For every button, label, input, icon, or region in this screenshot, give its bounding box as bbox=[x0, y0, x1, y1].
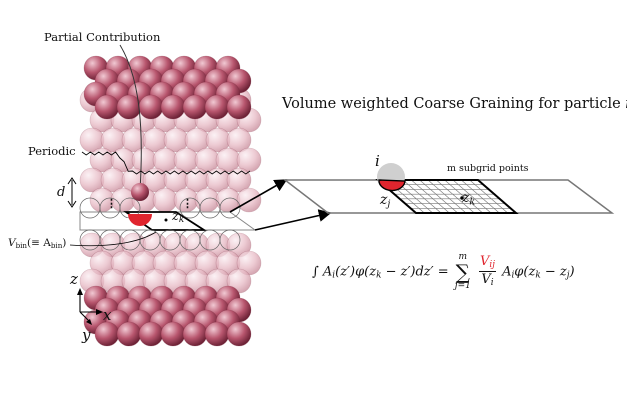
sphere-dark bbox=[94, 321, 120, 347]
eq-num-sub: ij bbox=[489, 260, 495, 271]
zk-point-left bbox=[164, 218, 168, 222]
subgrid-line bbox=[461, 179, 500, 214]
zk-right-var: z bbox=[462, 190, 470, 206]
eq-lhs: ∫ A bbox=[312, 264, 333, 280]
magnified-bin-plane bbox=[282, 163, 615, 214]
eq-sum-top: m bbox=[458, 252, 468, 262]
vbin-paren: (≡ A bbox=[27, 237, 51, 249]
d-dimension-marker bbox=[67, 177, 77, 208]
zk-right-sub: k bbox=[469, 196, 476, 208]
zoom-line-top bbox=[229, 179, 288, 213]
bin-dots-2: ⋮ bbox=[182, 197, 193, 210]
partial-particle bbox=[131, 183, 149, 201]
eq-lhs-rest: (z′)φ(z bbox=[335, 264, 377, 280]
axis-x-label: x bbox=[103, 306, 112, 324]
sphere-light bbox=[236, 187, 262, 213]
eq-lhs-sub: i bbox=[332, 270, 336, 281]
sphere-light bbox=[226, 268, 252, 294]
title-text: Volume weighted Coarse Graining for part… bbox=[282, 96, 626, 112]
eq-sum-bottom: j=1 bbox=[454, 280, 471, 291]
bin-circle bbox=[219, 229, 241, 251]
eq-denominator: Vi bbox=[479, 272, 496, 289]
bin-circle bbox=[219, 197, 241, 219]
subgrid-line bbox=[411, 179, 450, 214]
eq-num-var: V bbox=[479, 254, 490, 270]
eq-rhs-sub: i bbox=[511, 270, 515, 281]
i-label: i bbox=[375, 152, 380, 170]
sphere-dark bbox=[182, 94, 208, 120]
diagram-title: Volume weighted Coarse Graining for part… bbox=[282, 97, 627, 112]
vbin-label: Vbin(≡ Abin) bbox=[8, 238, 66, 249]
sphere-dark bbox=[204, 94, 230, 120]
partial-contribution-line bbox=[119, 44, 142, 191]
subgrid-line bbox=[452, 179, 492, 214]
d-label: d bbox=[57, 185, 66, 200]
eq-rhs-rest: φ(z bbox=[514, 264, 536, 280]
title-variable: i bbox=[625, 96, 627, 112]
vbin-sub: bin bbox=[15, 240, 28, 250]
eq-rhs-j: j bbox=[566, 270, 570, 281]
zj-var: z bbox=[380, 192, 388, 208]
sphere-dark bbox=[116, 321, 142, 347]
left-bin-plane bbox=[79, 197, 257, 251]
sphere-dark bbox=[204, 321, 230, 347]
sphere-light bbox=[226, 167, 252, 193]
zk-label-left: zk bbox=[172, 210, 184, 225]
overlap-cap-right bbox=[378, 179, 406, 192]
sphere-dark bbox=[160, 94, 186, 120]
eq-sum: m∑j=1 bbox=[455, 252, 471, 292]
sphere-dark bbox=[94, 94, 120, 120]
periodic-label: Periodic bbox=[28, 144, 76, 158]
zoom-line-bottom bbox=[254, 209, 332, 231]
vbin-close: ) bbox=[62, 237, 67, 249]
zk-left-var: z bbox=[172, 209, 179, 224]
subgrid-line bbox=[469, 179, 508, 214]
eq-sum-symbol: ∑ bbox=[455, 259, 470, 284]
eq-den-var: V bbox=[481, 272, 491, 288]
subgrid-line bbox=[402, 179, 442, 214]
eq-rhs-k: k bbox=[535, 270, 541, 281]
sphere-dark bbox=[226, 321, 252, 347]
bin-dots-1: ⋮ bbox=[106, 197, 117, 210]
sphere-dark bbox=[182, 321, 208, 347]
eq-rhs: A bbox=[502, 264, 512, 280]
sphere-dark bbox=[138, 94, 164, 120]
vbin-leader-line bbox=[69, 231, 157, 247]
sphere-light bbox=[226, 127, 252, 153]
axis-z-label: z bbox=[70, 270, 78, 288]
highlight-cap-left bbox=[128, 214, 152, 226]
vbin-var: V bbox=[8, 237, 16, 249]
eq-lhs-k: k bbox=[376, 270, 382, 281]
eq-lhs-end: − z′)dz′ = bbox=[381, 264, 449, 280]
zk-left-sub: k bbox=[178, 215, 185, 226]
sphere-dark bbox=[226, 94, 252, 120]
zk-label-right: zk bbox=[462, 191, 475, 207]
eq-den-sub: i bbox=[490, 278, 494, 289]
coordinate-axes bbox=[77, 288, 103, 325]
zk-point-right bbox=[460, 196, 464, 200]
eq-rhs-end: ) bbox=[569, 264, 575, 280]
zj-sub: j bbox=[387, 198, 391, 210]
subgrid-line bbox=[436, 179, 475, 214]
sphere-dark bbox=[160, 321, 186, 347]
bin-circles bbox=[79, 197, 241, 251]
subgrid-line bbox=[419, 179, 458, 214]
zj-label: zj bbox=[380, 193, 390, 209]
abin-sub: bin bbox=[50, 240, 63, 250]
m-subgrid-label: m subgrid points bbox=[447, 163, 529, 174]
subgrid-line bbox=[427, 179, 467, 214]
partial-contribution-label: Partial Contribution bbox=[44, 30, 161, 44]
eq-rhs-mid: − z bbox=[540, 264, 567, 280]
periodic-boundary-line bbox=[81, 151, 251, 175]
sphere-dark bbox=[138, 321, 164, 347]
eq-numerator: Vij bbox=[478, 254, 496, 273]
subgrid-line bbox=[444, 179, 483, 214]
axis-y-label: y bbox=[82, 326, 91, 344]
